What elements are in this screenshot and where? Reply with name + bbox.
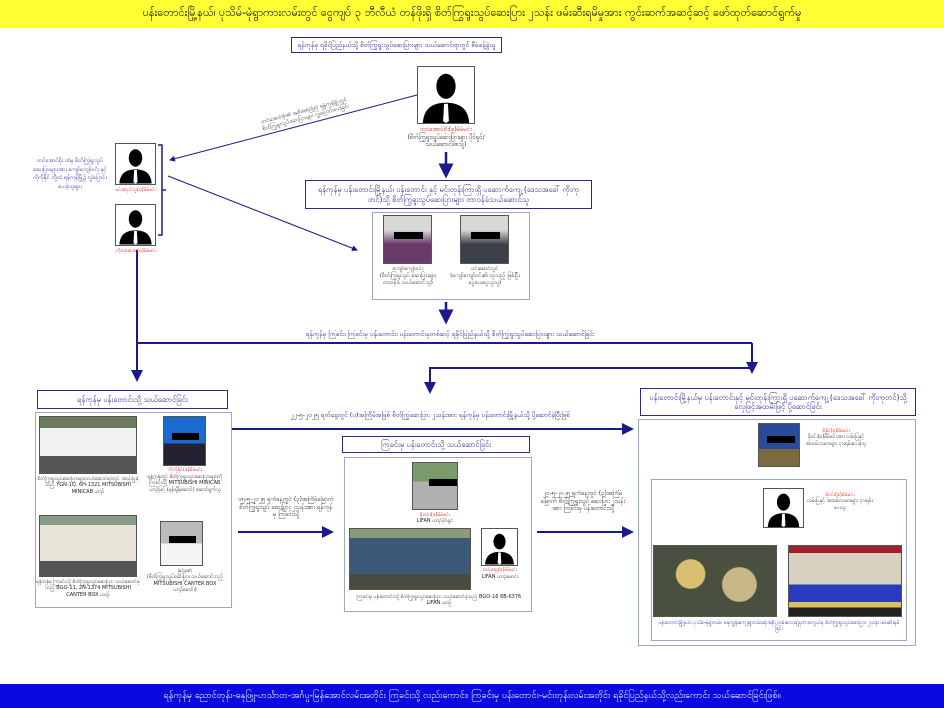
kokonaing-photo	[163, 416, 206, 466]
driver-role: LIFAN ယာဉ်မောင်း	[481, 574, 519, 580]
distributor1-role: (စိတ်ကြွရူးသွပ် ဆေးပြားများ တာဝန်ခံ သယ်ဆ…	[379, 272, 437, 286]
footer-banner: ရန်ကုန်မှ ညောင်တုန်း-ဓနုဖြူ-ဟင်္သာတ-အင်္…	[0, 684, 944, 708]
seizure-box: ခိုဝင်း(ခ)မိမ်မင်းလမ်းပြနှင့် အထမ်းသမားမ…	[651, 479, 907, 641]
soewin-photo	[412, 462, 458, 510]
person-silhouette-icon	[115, 143, 156, 185]
lifan-caption: ကြခင်းမှ ပန်းတောင်းသို့ စိတ်ကြွရူးသွပ်ဆေ…	[356, 594, 522, 607]
minicab-truck-photo	[39, 416, 137, 474]
distributor2-role: (ကျော်ကျော်ဝင်း၏ တူသည့် ဖြစ်ပြီး ငွေပေးင…	[450, 272, 520, 286]
khowin-caption: ခိုဝင်း(ခ)မိမ်မင်းလမ်းပြနှင့် အထမ်းသမားမ…	[807, 492, 873, 511]
kokonaing-name: ကိုကိုနိုင်(ခ)မိမ်မင်း	[167, 467, 203, 473]
left-person1-name: မင်းဆည်သူ(ခ)မိမ်မင်း	[115, 187, 157, 193]
paungde-section-title: ပန်းတောင်းမြို့နယ်မှ ပန်းတောင်းနှင့် မင်…	[649, 392, 907, 411]
myintzaw-role: (စိတ်ကြွရူးသွပ်ဆေးပြား သယ်ဆောင်သည့် MITS…	[147, 574, 223, 593]
minicab-caption: စိတ်ကြွရူးသွပ်ဆေးပြားများသယ်ဆောင်ရာတွင် …	[37, 476, 139, 495]
distributor2-name: ဝင်းမောင်လွင်	[471, 266, 499, 272]
route-branch	[424, 367, 752, 394]
paungde-section-title-box: ပန်းတောင်းမြို့နယ်မှ ပန်းတောင်းနှင့် မင်…	[640, 388, 916, 416]
canter-truck-photo	[39, 515, 137, 577]
lifan-truck-photo	[349, 528, 471, 590]
arrow-left-text: ၁၅-၅-၂၀၂၅ ရက်နေ့တွင် (၃)အကြိမ်မြောက် စိတ…	[238, 496, 334, 518]
distributor-title-box: ရန်ကုန်မှ ပန်းတောင်းမြို့နယ်၊ ပန်းတောင်း…	[305, 180, 592, 209]
person-silhouette-icon	[417, 66, 475, 124]
person-silhouette-icon	[481, 528, 518, 566]
yangon-section-title: ရန်ကုန်မှ ပန်းတောင်းသို့ သယ်ဆောင်ခြင်း	[77, 394, 188, 404]
distributor-title: ရန်ကုန်မှ ပန်းတောင်းမြို့နယ်၊ ပန်းတောင်း…	[317, 185, 579, 204]
khowin-role: လမ်းပြနှင့် အထမ်းသမားများ ငှားရမ်းပေးသူ	[807, 498, 873, 511]
top-person-role: (စိတ်ကြွရူးသွပ်ဆေးပြားများ ပိုင်ရှင်/သယ်…	[407, 133, 485, 149]
header-banner: ပန်းတောင်းမြို့နယ်၊ ပုသိမ်-မုံရွာကားလမ်း…	[0, 0, 944, 28]
yangon-section-title-box: ရန်ကုန်မှ ပန်းတောင်းသို့ သယ်ဆောင်ခြင်း	[37, 390, 228, 409]
kyangin-section-title-box: ကြခင်းမှ ပန်းတောင်းသို့ သယ်ဆောင်ခြင်း	[342, 436, 530, 453]
top-title-box: ရန်ကုန်မှ ရခိုင်ပြည်နယ်သို့ စိတ်ကြွရူးသွ…	[291, 37, 502, 53]
top-person-name: တင်အောင်စိုး(ခ)မိမ်မင်း	[420, 126, 472, 133]
distributor1-name: ကျော်ကျော်ဝင်း	[392, 266, 424, 272]
arrow-right-text: ၂၀-၅-၂၀၂၅ ရက်နေ့တွင် (၃)အကြိမ်မြောက် စိတ…	[540, 490, 626, 512]
paungde-section-box: ခိုနိုင်(ခ)မိမ်မင်းခိုဝင်း(ခ)မိမ်မင်းအား…	[638, 419, 916, 646]
top-title: ရန်ကုန်မှ ရခိုင်ပြည်နယ်သို့ စိတ်ကြွရူးသွ…	[297, 40, 496, 49]
left-bracket	[158, 144, 166, 236]
left-people-description: တင်အောင်စိုး ထံမှ စိတ်ကြွရူးသွပ် ဆေးပြား…	[33, 158, 107, 190]
driver-name: တင့်ဆွေ(ခ)မိမ်မင်း	[482, 567, 518, 573]
khonaing-name: ခိုနိုင်(ခ)မိမ်မင်း	[822, 428, 850, 434]
seizure-caption: ပန်းတောင်းမြို့နယ်၊ ပုသိမ်-မုံရွာလမ်း ဓန…	[658, 620, 900, 633]
distributors-box: ကျော်ကျော်ဝင်း(စိတ်ကြွရူးသွပ် ဆေးပြားမျာ…	[372, 212, 530, 300]
distributor2-caption: ဝင်းမောင်လွင်(ကျော်ကျော်ဝင်း၏ တူသည့် ဖြစ…	[449, 266, 521, 287]
khonaing-role: ခိုဝင်း(ခ)မိမ်မင်းအား လမ်းပြနှင့် အထမ်းသ…	[805, 434, 867, 447]
owner-name: စိုးဝင်း(ခ)မိမ်မင်း	[419, 512, 451, 518]
seized-drugs-photo-2	[788, 545, 902, 617]
khonaing-caption: ခိုနိုင်(ခ)မိမ်မင်းခိုဝင်း(ခ)မိမ်မင်းအား…	[803, 428, 869, 447]
myintzaw-name: မြင့်ဇော်	[177, 568, 193, 574]
myintzaw-caption: မြင့်ဇော်(စိတ်ကြွရူးသွပ်ဆေးပြား သယ်ဆောင်…	[146, 568, 224, 593]
owner-role: LIFAN ယာဉ်ပိုင်ရှင်	[416, 518, 454, 524]
person-silhouette-icon	[763, 488, 804, 528]
distributor1-photo	[383, 215, 432, 264]
kyangin-section-title: ကြခင်းမှ ပန်းတောင်းသို့ သယ်ဆောင်ခြင်း	[380, 439, 492, 449]
distributor2-photo	[460, 215, 509, 264]
khowin-name: ခိုဝင်း(ခ)မိမ်မင်း	[825, 492, 855, 498]
person-silhouette-icon	[115, 204, 156, 246]
footer-text: ရန်ကုန်မှ ညောင်တုန်း-ဓနုဖြူ-ဟင်္သာတ-အင်္…	[163, 690, 781, 701]
myintzaw-photo	[160, 521, 203, 566]
khonaing-photo	[758, 423, 800, 467]
yangon-section-box: စိတ်ကြွရူးသွပ်ဆေးပြားများသယ်ဆောင်ရာတွင် …	[35, 412, 232, 608]
arrow-top-text: ၂၂-၅-၂၀၂၅ ရက်နေ့တွင် (ပ)အကြိမ်အဖြစ် စိတ်…	[290, 411, 570, 419]
top-person-caption: တင်အောင်စိုး(ခ)မိမ်မင်း(စိတ်ကြွရူးသွပ်ဆေ…	[395, 126, 497, 149]
arrow-left-to-distributors	[167, 175, 358, 251]
distributor1-caption: ကျော်ကျော်ဝင်း(စိတ်ကြွရူးသွပ် ဆေးပြားမျာ…	[373, 266, 443, 287]
arrow-top-to-left	[169, 94, 418, 162]
canter-caption: ရန်ကုန်မှ ကြခင်းသို့ စိတ်ကြွရူးသွပ်ဆေးပြ…	[36, 579, 140, 598]
kyangin-section-box: စိုးဝင်း(ခ)မိမ်မင်း LIFAN ယာဉ်ပိုင်ရှင် …	[344, 457, 532, 612]
seized-drugs-photo-1	[653, 545, 777, 617]
header-title: ပန်းတောင်းမြို့နယ်၊ ပုသိမ်-မုံရွာကားလမ်း…	[142, 6, 802, 19]
route-text: ရန်ကုန်မှ ကြခင်း၊ ကြခင်းမှ ပန်းတောင်း၊ ပ…	[305, 330, 595, 338]
kokonaing-role: ရန်ကုန်တွင် စိတ်ကြွရူးသွပ်ဆေးပြားများကို…	[147, 474, 223, 493]
left-person2-name: ကိုအေးအေး(ခ)မိမ်မင်း	[115, 248, 157, 254]
